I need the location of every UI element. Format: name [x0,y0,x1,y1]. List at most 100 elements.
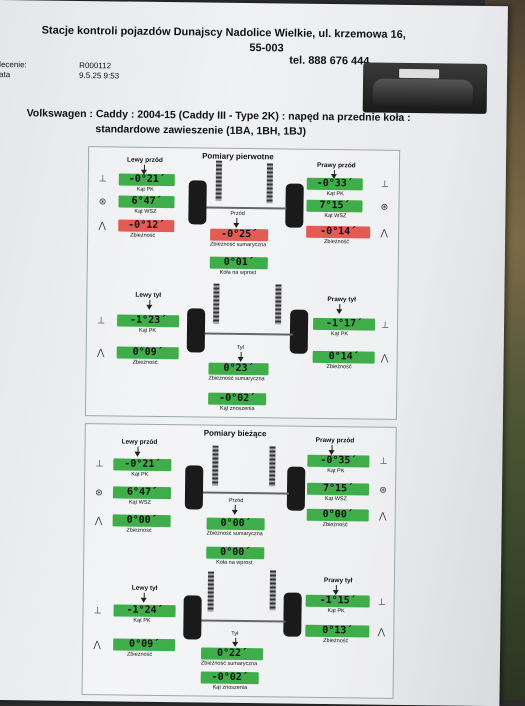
order-number: R000112 [79,60,112,71]
current-fr-toe-label: Zbieżność [322,521,348,529]
initial-fl-sai-label: Kąt WSZ [134,208,157,215]
camber-icon: ⊥ [377,596,386,607]
current-rr-toe-label: Zbieżność [323,637,349,645]
toe-icon: ⋀ [380,227,388,238]
current-front-label: Przód [228,497,244,505]
steering-wheel-icon: ⊛ [379,484,387,495]
initial-front-total-toe: -0°25´ [210,228,269,242]
front-left-strut [215,160,223,201]
initial-fl-toe-label: Zbieżność [130,232,156,239]
toe-icon: ⋀ [96,347,105,358]
initial-thrust-angle: -0°02´ [208,392,267,406]
initial-measurements-panel: Pomiary pierwotne Lewy przód -0°21´ Kąt … [84,146,401,420]
current-rr-caster-label: Kąt PK [327,608,345,615]
initial-fr-sai-label: Kąt WSZ [324,212,347,220]
current-fr-caster-label: Kąt PK [327,468,345,475]
initial-rl-caster-label: Kąt PK [138,327,157,334]
current-thrust-label: Kąt znoszenia [212,684,248,692]
rear-left-wheel [183,595,202,640]
toe-icon: ⋀ [377,626,386,637]
station-header: Stacje kontroli pojazdów Dunajscy Nadoli… [41,24,406,41]
initial-fl-caster: 6°47´ [118,195,175,209]
station-postcode: 55-003 [249,42,284,55]
current-total-toe-label: Zbieżność sumaryczna [206,530,263,538]
camber-icon: ⊥ [93,605,102,616]
steering-wheel-icon: ⊛ [380,201,389,212]
front-left-strut [212,445,219,486]
front-left-label: Lewy przód [121,438,158,446]
toe-icon: ⋀ [378,510,387,521]
current-rl-camber: -1°24´ [113,604,176,618]
current-rear-total-toe-label: Zbieżność sumaryczna [200,660,258,668]
current-steer-ahead-label: Koła na wprost [216,559,253,567]
initial-fl-toe: -0°12´ [118,219,175,233]
rear-left-wheel [186,308,206,353]
camber-icon: ⊥ [379,455,388,466]
alignment-report-sheet: Stacje kontroli pojazdów Dunajscy Nadoli… [0,0,508,706]
rear-right-wheel [283,592,302,637]
current-rr-camber: -1°15´ [305,594,370,608]
initial-fr-camber: -0°33´ [306,177,363,191]
rear-left-label: Lewy tył [135,291,162,299]
front-right-strut [266,163,274,204]
initial-steer-ahead-label: Koła na wprost [219,269,257,277]
initial-rl-toe: 0°09´ [116,346,179,360]
steering-wheel-icon: ⊛ [95,487,103,498]
current-fr-caster: 7°15´ [306,482,370,496]
initial-rl-toe-label: Zbieżność [132,359,158,366]
initial-rl-camber: -1°23´ [117,314,180,328]
initial-steer-ahead: 0°01´ [209,256,268,270]
rear-axle [204,332,293,336]
camber-icon: ⊥ [98,173,107,184]
initial-title: Pomiary pierwotne [202,151,274,162]
camber-icon: ⊥ [97,315,106,326]
front-left-label: Lewy przód [127,156,163,165]
front-right-wheel [286,466,306,511]
current-rear-label: Tył [231,630,239,637]
toe-icon: ⋀ [380,352,389,363]
camber-icon: ⊥ [95,458,104,469]
initial-fr-caster: 7°15´ [306,199,363,213]
front-right-strut [269,446,276,487]
current-rr-toe: 0°13´ [305,624,370,638]
initial-fr-toe-label: Zbieżność [324,238,350,246]
toe-icon: ⋀ [94,515,103,526]
rear-left-strut [213,283,220,324]
initial-rr-caster-label: Kąt PK [330,331,349,338]
front-left-wheel [188,180,207,225]
initial-rr-toe: 0°14´ [312,350,375,364]
initial-rr-toe-label: Zbieżność [326,364,352,371]
initial-rear-total-toe: 0°23´ [208,362,269,376]
current-fr-camber: -0°35´ [307,454,370,468]
vehicle-photo [362,62,488,114]
rear-left-label: Lewy tył [131,584,158,592]
initial-rear-label: Tył [236,344,244,352]
current-fr-toe: 0°00´ [306,508,369,522]
front-axle [206,206,287,210]
current-title: Pomiary bieżące [203,428,267,439]
initial-total-toe-label: Zbieżność sumaryczna [209,241,267,249]
current-fl-caster: 6°47´ [112,486,172,500]
front-axle [202,491,290,495]
date-value: 9.5.25 9:53 [79,70,120,81]
front-right-label: Prawy przód [315,436,355,445]
current-thrust-angle: -0°02´ [200,671,259,685]
initial-fr-caster-label: Kąt PK [326,191,344,198]
rear-right-label: Prawy tył [327,296,356,304]
station-phone: tel. 888 676 444 [289,54,370,68]
front-right-wheel [285,183,304,228]
current-rl-toe: 0°09´ [113,638,176,652]
current-fr-sai-label: Kąt WSZ [324,496,347,503]
rear-left-strut [207,571,215,612]
current-rl-toe-label: Zbieżność [126,651,153,658]
current-fl-toe-label: Zbieżność [126,527,152,534]
initial-fr-toe: -0°14´ [306,225,371,239]
current-fl-toe: 0°00´ [112,514,171,528]
initial-thrust-label: Kąt znoszenia [219,405,255,413]
rear-axle [201,619,286,623]
rear-right-strut [269,570,277,611]
current-front-total-toe: 0°00´ [206,517,265,531]
toe-icon: ⋀ [93,639,101,650]
initial-front-label: Przód [230,210,245,218]
date-label: ata [0,69,11,80]
